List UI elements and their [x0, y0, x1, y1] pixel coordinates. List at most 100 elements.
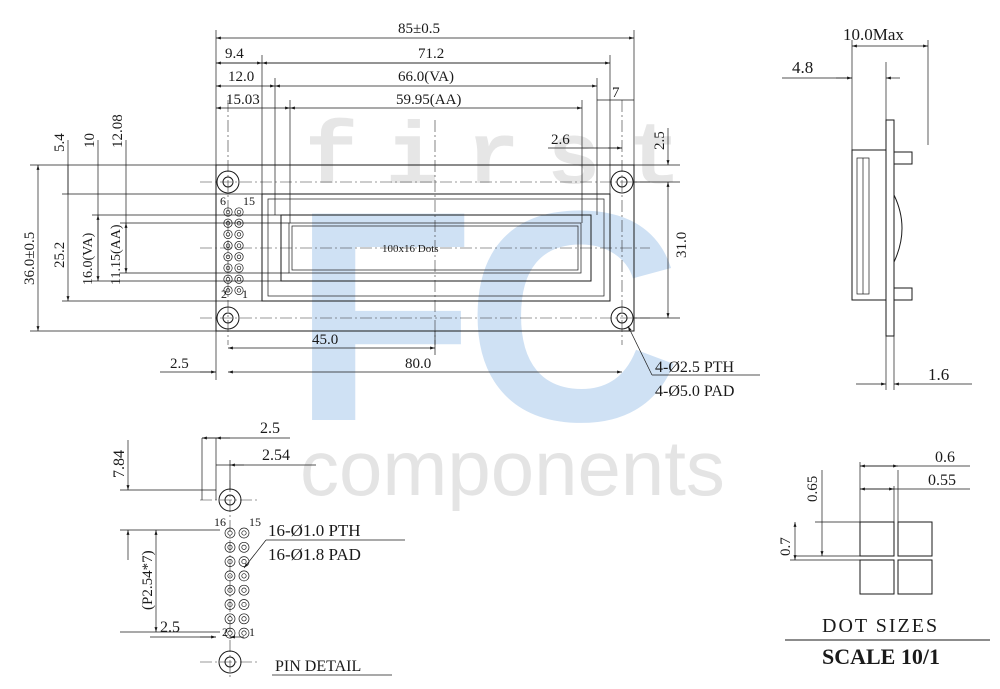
dim-max-thickness: 10.0Max	[843, 25, 904, 44]
pin-pad	[223, 274, 233, 284]
watermark-bottom-word: components	[300, 424, 725, 512]
pin-pad	[238, 584, 250, 596]
dim-5-4: 5.4	[52, 133, 68, 152]
pin-hole	[241, 530, 247, 536]
bezel-inner	[267, 198, 605, 297]
pin-dim-7-84: 7.84	[111, 450, 128, 478]
dim-80-0: 80.0	[405, 356, 431, 372]
pin-note-pad: 16-Ø1.8 PAD	[268, 545, 361, 564]
pin-hole	[227, 601, 233, 608]
pin-pad	[234, 241, 244, 251]
pin-pad	[238, 570, 250, 582]
dim-va-height: 16.0(VA)	[81, 232, 96, 285]
pin-pad	[238, 527, 250, 539]
pin-pad	[224, 556, 236, 567]
dim-10: 10	[82, 133, 98, 148]
dim-9-4: 9.4	[225, 46, 244, 62]
pin-dim-2-5-top: 2.5	[260, 420, 280, 437]
pin-hole	[225, 243, 231, 248]
watermark: first FC components	[292, 111, 725, 512]
dim-12-0: 12.0	[228, 69, 254, 85]
mounting-hole-tl	[216, 170, 240, 194]
pin-hole	[241, 630, 247, 636]
pin-hole	[225, 265, 231, 271]
pin-pad	[224, 570, 236, 582]
pin-hole	[225, 232, 231, 237]
pin-hole	[227, 630, 233, 636]
dot-dim-0-65: 0.65	[805, 476, 821, 502]
pin-pad	[238, 599, 250, 610]
dim-15-03: 15.03	[226, 92, 260, 108]
dot-sizes-title: DOT SIZES	[822, 615, 939, 637]
pin-pad	[224, 584, 236, 596]
dim-2-5-left: 2.5	[170, 356, 189, 372]
pin-hole	[241, 573, 247, 579]
pin-hole	[241, 616, 247, 622]
dot-dim-0-7: 0.7	[778, 537, 794, 556]
pin-label-6: 6	[220, 194, 226, 208]
pin-header	[223, 207, 244, 295]
pin-pad	[223, 229, 233, 239]
dot-sizes-view: 0.6 0.55 0.65 0.7 DOT SIZES SCALE 10/1	[778, 449, 990, 669]
pin-pad	[234, 207, 244, 217]
dim-overall-width: 85±0.5	[398, 21, 440, 37]
dim-va-width: 66.0(VA)	[398, 69, 454, 85]
pin-pad	[238, 627, 250, 639]
pin-pad	[223, 263, 233, 273]
pin-pad	[238, 613, 250, 625]
dot-scale-label: SCALE 10/1	[822, 644, 940, 669]
pin-pad	[234, 252, 244, 262]
pin-note-pth: 16-Ø1.0 PTH	[268, 521, 361, 540]
bezel-outline	[261, 193, 611, 302]
dot-dim-0-55: 0.55	[928, 472, 956, 489]
pin-hole	[241, 544, 247, 550]
pin-hole	[236, 265, 242, 271]
front-view: 100x16 Dots 6 15 2 1 85±0.5 9.4 71.2 12.…	[22, 21, 760, 400]
pin-detail-label-2: 2	[222, 625, 228, 639]
dot-dim-0-6: 0.6	[935, 449, 955, 466]
pin-dim-2-54: 2.54	[262, 447, 290, 464]
pin-pad	[238, 541, 250, 553]
dim-71-2: 71.2	[418, 46, 444, 62]
pin-hole	[236, 209, 242, 215]
hole-note-pth: 4-Ø2.5 PTH	[655, 359, 735, 376]
dim-aa-width: 59.95(AA)	[396, 92, 461, 108]
pin-pad	[223, 285, 233, 295]
pin-hole	[241, 601, 247, 608]
dim-1-6: 1.6	[928, 365, 949, 384]
pin-hole	[227, 616, 233, 622]
pin-pad	[223, 252, 233, 262]
dim-31-0: 31.0	[674, 232, 690, 258]
dim-2-5-right: 2.5	[652, 131, 668, 150]
pin-pad	[223, 207, 233, 217]
dim-aa-height: 11.15(AA)	[109, 224, 124, 285]
dim-overall-height: 36.0±0.5	[22, 232, 38, 285]
pin-hole	[227, 573, 233, 579]
pin-pad	[224, 527, 236, 539]
pin-hole	[236, 254, 242, 259]
pin-label-15: 15	[243, 194, 255, 208]
display-dots-label: 100x16 Dots	[382, 243, 439, 255]
pin-detail-view: 2.5 2.54 7.84 (P2.54*7) 2.5 16 15 2 1 16…	[111, 420, 405, 680]
pin-hole	[236, 232, 242, 237]
pin-pad	[224, 599, 236, 610]
pin-detail-label-15: 15	[249, 515, 261, 529]
pin-pad	[224, 613, 236, 625]
pin-pad	[224, 541, 236, 553]
side-bezel	[851, 149, 887, 301]
pin-hole	[225, 209, 231, 215]
pin-pad	[234, 263, 244, 273]
pin-hole	[227, 587, 233, 593]
pin-pad	[238, 556, 250, 567]
dim-25-2: 25.2	[52, 242, 68, 268]
pin-pad	[234, 274, 244, 284]
dot-cell-tl	[859, 521, 895, 557]
dot-cell-tr	[897, 521, 933, 557]
pin-pad	[234, 285, 244, 295]
pin-pad	[223, 241, 233, 251]
pin-detail-label-16: 16	[214, 515, 226, 529]
side-pcb	[885, 119, 895, 337]
pin-hole	[236, 277, 242, 282]
dim-45-0: 45.0	[312, 332, 338, 348]
